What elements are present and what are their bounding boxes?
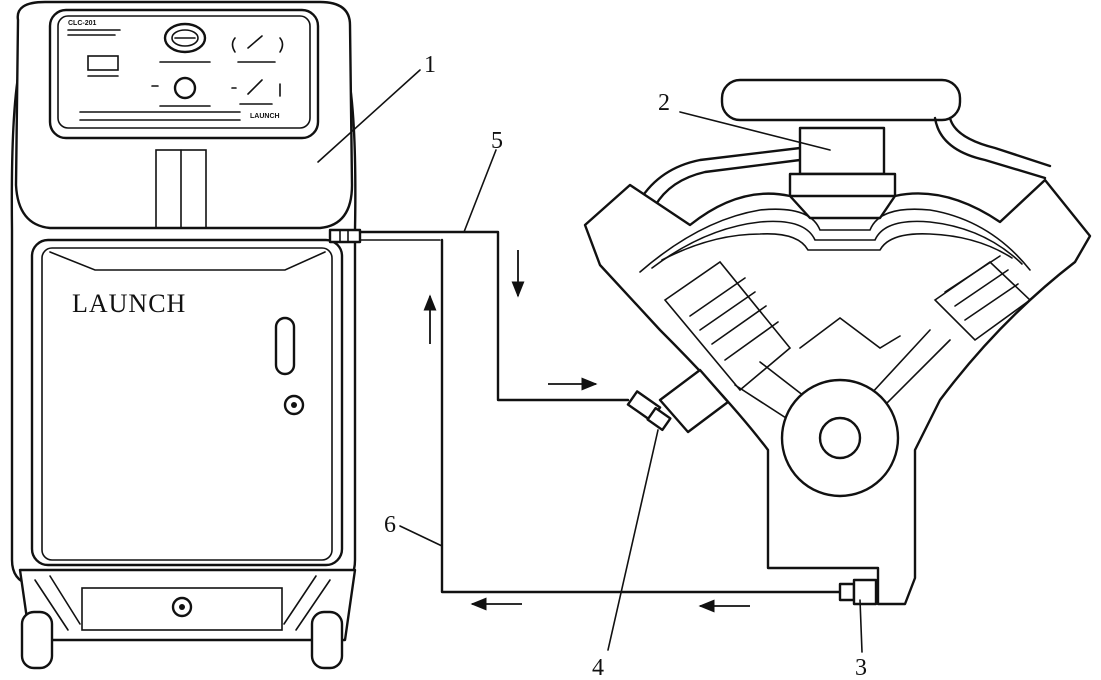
- panel-brand-text: LAUNCH: [250, 113, 280, 120]
- callout-6: 6: [384, 512, 396, 538]
- panel-gauge-icon: [231, 79, 281, 105]
- oil-filter-port: [658, 368, 730, 434]
- leader-5: [463, 149, 497, 233]
- machine-brand-label: LAUNCH: [72, 289, 186, 318]
- base-strut: [283, 575, 317, 625]
- door-top-bevel: [49, 251, 326, 271]
- machine-door[interactable]: [41, 247, 333, 561]
- base-strut: [34, 579, 69, 631]
- engine-inlet-nut: [646, 406, 672, 432]
- panel-top-knob-inner: [171, 29, 199, 47]
- drain-fitting: [838, 582, 856, 602]
- panel-model-text: CLC-201: [68, 20, 97, 27]
- leader-6: [399, 525, 443, 547]
- return-hose: [440, 238, 842, 594]
- panel-gauge-icon: [231, 35, 284, 63]
- breather-pipe-inner: [948, 116, 1052, 168]
- air-cleaner: [720, 78, 962, 122]
- callout-1: 1: [424, 52, 436, 78]
- left-pipe-inner: [653, 158, 802, 208]
- leader-1: [317, 69, 421, 163]
- control-panel: [48, 8, 320, 140]
- wheel-left: [20, 610, 54, 670]
- chamber-crown: [799, 317, 901, 349]
- leader-3: [859, 599, 863, 653]
- machine-fitting: [328, 228, 362, 244]
- drain-fitting-nut: [852, 578, 878, 606]
- throttle-body: [798, 126, 886, 176]
- cleaning-machine: CLC-201 LAUNCH: [10, 0, 362, 670]
- panel-display: [87, 55, 119, 71]
- callout-5: 5: [491, 128, 503, 154]
- intake-flange: [788, 172, 897, 198]
- v-engine: [583, 78, 1092, 606]
- base-drawer[interactable]: [81, 587, 283, 631]
- callout-3: 3: [855, 655, 867, 680]
- leader-lines: [317, 69, 863, 653]
- door-handle[interactable]: [274, 316, 296, 376]
- callout-4: 4: [592, 655, 604, 680]
- leader-4: [607, 429, 659, 651]
- machine-door-frame: [30, 238, 344, 567]
- left-pipe: [638, 146, 802, 202]
- base-strut: [49, 575, 81, 625]
- hoses: [358, 230, 842, 613]
- crankshaft-center: [818, 416, 862, 460]
- callout-2: 2: [658, 90, 670, 116]
- breather-pipe: [933, 116, 1047, 180]
- right-cylinder: [869, 255, 1032, 411]
- leader-2: [679, 111, 831, 151]
- control-panel-inner: [57, 15, 311, 129]
- base-strut: [295, 579, 331, 631]
- wheel-right: [310, 610, 344, 670]
- supply-hose: [358, 230, 630, 402]
- panel-bottom-knob-icon[interactable]: [173, 76, 197, 100]
